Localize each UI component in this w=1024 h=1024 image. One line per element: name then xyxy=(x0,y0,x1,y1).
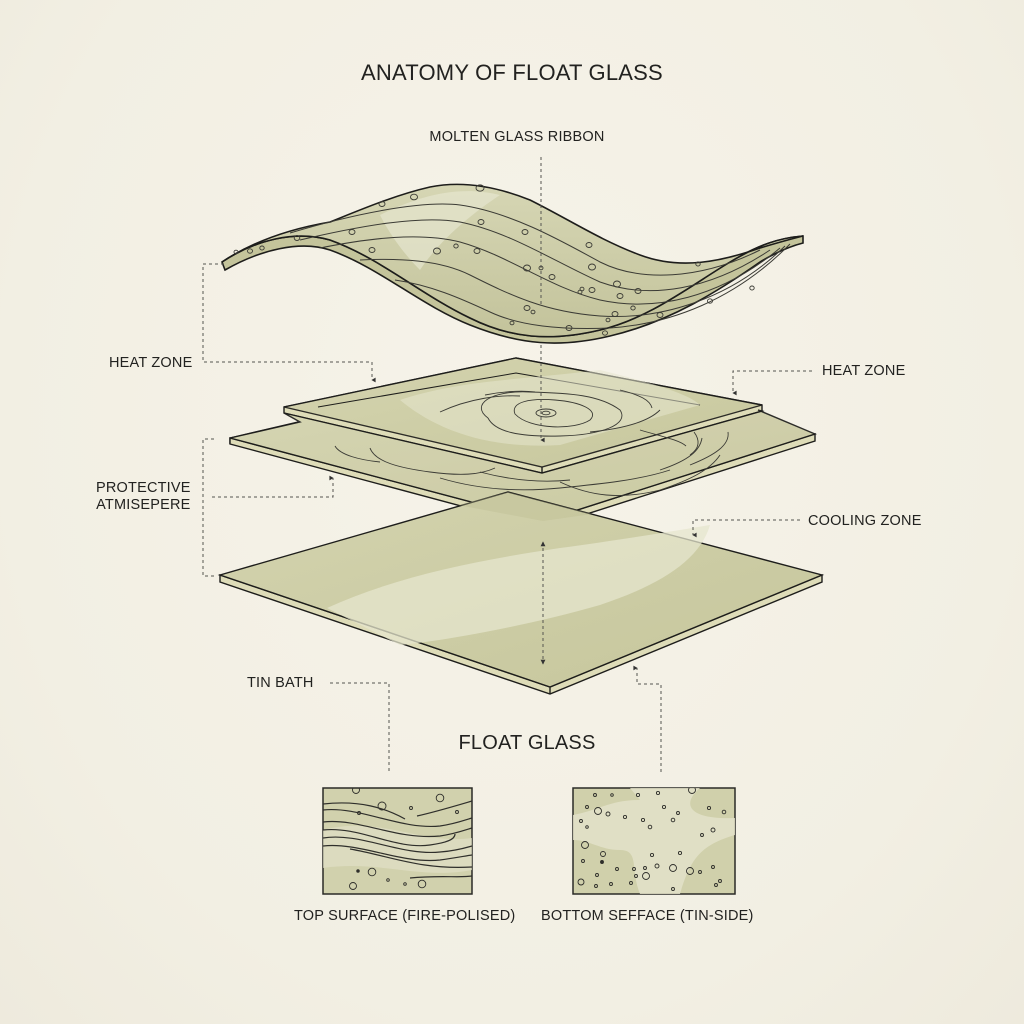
label-heat-zone-left: HEAT ZONE xyxy=(109,355,193,371)
diagram-title: ANATOMY OF FLOAT GLASS xyxy=(361,60,663,85)
label-cooling-zone: COOLING ZONE xyxy=(808,513,922,529)
label-protective-line1: PROTECTIVE xyxy=(96,480,191,496)
bottom-surface-inset xyxy=(572,787,736,895)
caption-bottom-surface: BOTTOM SEFFACE (TIN-SIDE) xyxy=(541,908,754,924)
caption-top-surface: TOP SURFACE (FIRE-POLISED) xyxy=(294,908,516,924)
float-glass-heading: FLOAT GLASS xyxy=(458,732,596,754)
label-heat-zone-right: HEAT ZONE xyxy=(822,363,906,379)
label-protective-line2: ATMISEPERE xyxy=(96,497,191,513)
float-glass-sheet xyxy=(217,491,825,695)
protective-atmosphere-sheet xyxy=(229,409,818,529)
label-protective-atmosphere: PROTECTIVE ATMISEPERE xyxy=(96,480,191,514)
top-surface-inset xyxy=(322,787,473,895)
leader-lines xyxy=(202,157,812,772)
label-tin-bath: TIN BATH xyxy=(247,675,314,691)
molten-glass-ribbon xyxy=(221,183,804,344)
label-molten-glass-ribbon: MOLTEN GLASS RIBBON xyxy=(429,129,605,145)
